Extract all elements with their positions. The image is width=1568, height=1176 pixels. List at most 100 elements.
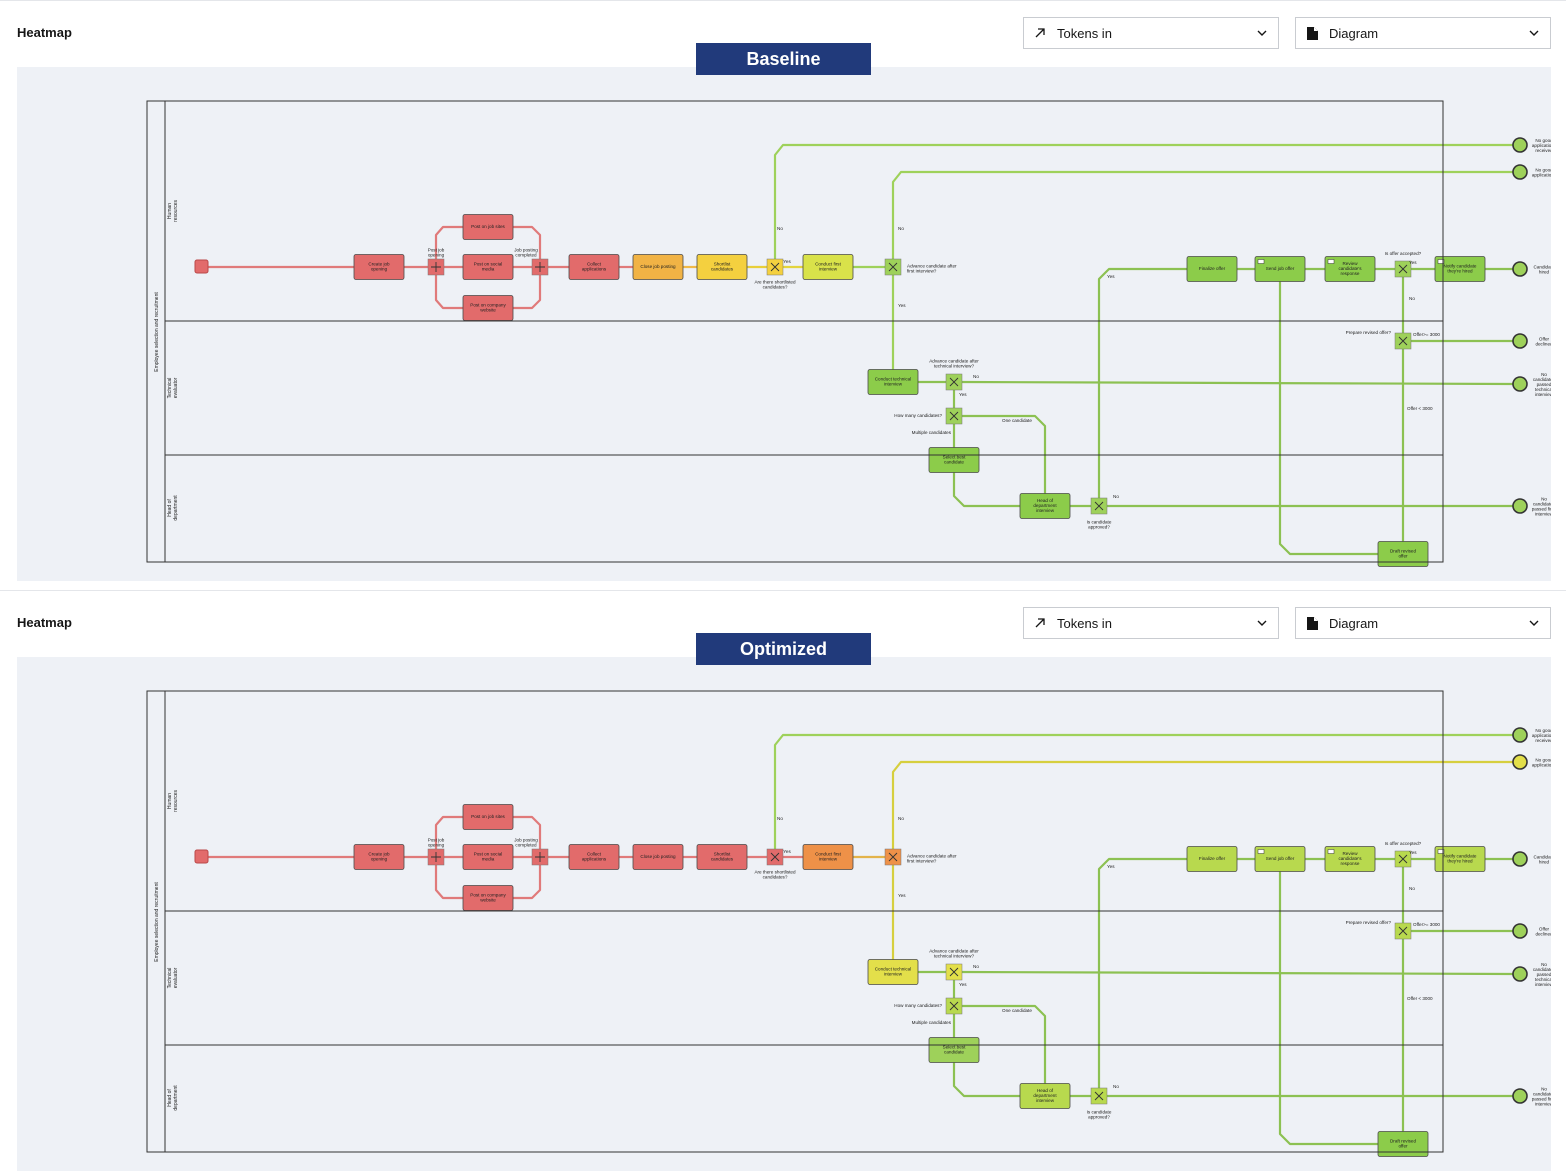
gateway-join[interactable] [531, 258, 549, 276]
end-event-no-final[interactable]: Nocandidatespassed finalinterview [1512, 1087, 1556, 1107]
sequence-flow[interactable] [773, 733, 1513, 849]
gateway-advance-first[interactable] [884, 848, 902, 866]
sequence-flow[interactable] [952, 472, 1020, 508]
gateway-revised[interactable] [1394, 332, 1412, 350]
gateway-approved[interactable] [1090, 497, 1108, 515]
sequence-flow[interactable] [513, 865, 542, 900]
start-event[interactable] [194, 849, 209, 864]
end-event-no-good-received[interactable]: No goodapplicationsreceived [1512, 727, 1557, 743]
gateway-split[interactable] [427, 258, 445, 276]
sequence-flow[interactable] [773, 143, 1513, 259]
x-icon [1398, 854, 1408, 864]
gateway-split[interactable] [427, 848, 445, 866]
end-event-no-final[interactable]: Nocandidatespassed finalinterview [1512, 497, 1556, 517]
sequence-flow[interactable] [961, 380, 1514, 386]
task-finalize[interactable]: Finalize offer [1186, 256, 1238, 282]
gateway-revised[interactable] [1394, 922, 1412, 940]
x-icon [1398, 336, 1408, 346]
sequence-flow[interactable] [1278, 871, 1378, 1146]
metric-dropdown-label: Tokens in [1057, 25, 1112, 41]
metric-dropdown[interactable]: Tokens in [1023, 17, 1279, 49]
gateway-advance-tech[interactable] [945, 963, 963, 981]
sequence-flow[interactable] [891, 170, 1513, 259]
sequence-flow[interactable] [434, 275, 463, 310]
sequence-flow[interactable] [891, 760, 1513, 849]
task-post-job-sites[interactable]: Post on job sites [462, 214, 514, 240]
sequence-flow[interactable] [1278, 281, 1378, 556]
gateway-shortlisted[interactable] [766, 258, 784, 276]
sequence-flow[interactable] [434, 865, 463, 900]
end-event-no-tech[interactable]: Nocandidatespassedtechnicalinterview [1512, 962, 1556, 987]
gateway-shortlisted[interactable] [766, 848, 784, 866]
task-send-offer[interactable]: Send job offer [1254, 846, 1306, 872]
view-dropdown[interactable]: Diagram [1295, 17, 1551, 49]
sequence-flow[interactable] [434, 815, 463, 849]
task-close[interactable]: Close job posting [632, 844, 684, 870]
sequence-flow[interactable] [952, 1062, 1020, 1098]
sequence-flow[interactable] [1097, 267, 1187, 498]
end-event-no-tech[interactable]: Nocandidatespassedtechnicalinterview [1512, 372, 1556, 397]
gateway-how-many[interactable] [945, 997, 963, 1015]
view-dropdown[interactable]: Diagram [1295, 607, 1551, 639]
gateway-advance-tech[interactable] [945, 373, 963, 391]
gateway-join[interactable] [531, 848, 549, 866]
end-event-hired[interactable]: Candidatehired [1512, 261, 1555, 277]
task-label: Finalize offer [1199, 856, 1226, 861]
sequence-flow[interactable] [961, 970, 1514, 976]
gateway-accepted[interactable] [1394, 260, 1412, 278]
sequence-flow[interactable] [513, 225, 542, 259]
gateway-how-many[interactable] [945, 407, 963, 425]
end-event-hired[interactable]: Candidatehired [1512, 851, 1555, 867]
metric-dropdown[interactable]: Tokens in [1023, 607, 1279, 639]
end-event-no-good[interactable]: No goodapplications [1512, 164, 1557, 180]
gateway-advance-first[interactable] [884, 258, 902, 276]
start-event[interactable] [194, 259, 209, 274]
end-event-no-good-received[interactable]: No goodapplicationsreceived [1512, 137, 1557, 153]
sequence-flow[interactable] [962, 414, 1047, 494]
end-event-no-good[interactable]: No goodapplications [1512, 754, 1557, 770]
task-finalize[interactable]: Finalize offer [1186, 846, 1238, 872]
sequence-flow[interactable] [513, 275, 542, 310]
sequence-flow[interactable] [513, 815, 542, 849]
sequence-flow[interactable] [962, 1004, 1047, 1084]
sequence-flow[interactable] [1097, 857, 1187, 1088]
gateway-accepted[interactable] [1394, 850, 1412, 868]
task-post-job-sites[interactable]: Post on job sites [462, 804, 514, 830]
sequence-flow[interactable] [434, 225, 463, 259]
gateway-approved[interactable] [1090, 1087, 1108, 1105]
task-close[interactable]: Close job posting [632, 254, 684, 280]
task-send-offer[interactable]: Send job offer [1254, 256, 1306, 282]
